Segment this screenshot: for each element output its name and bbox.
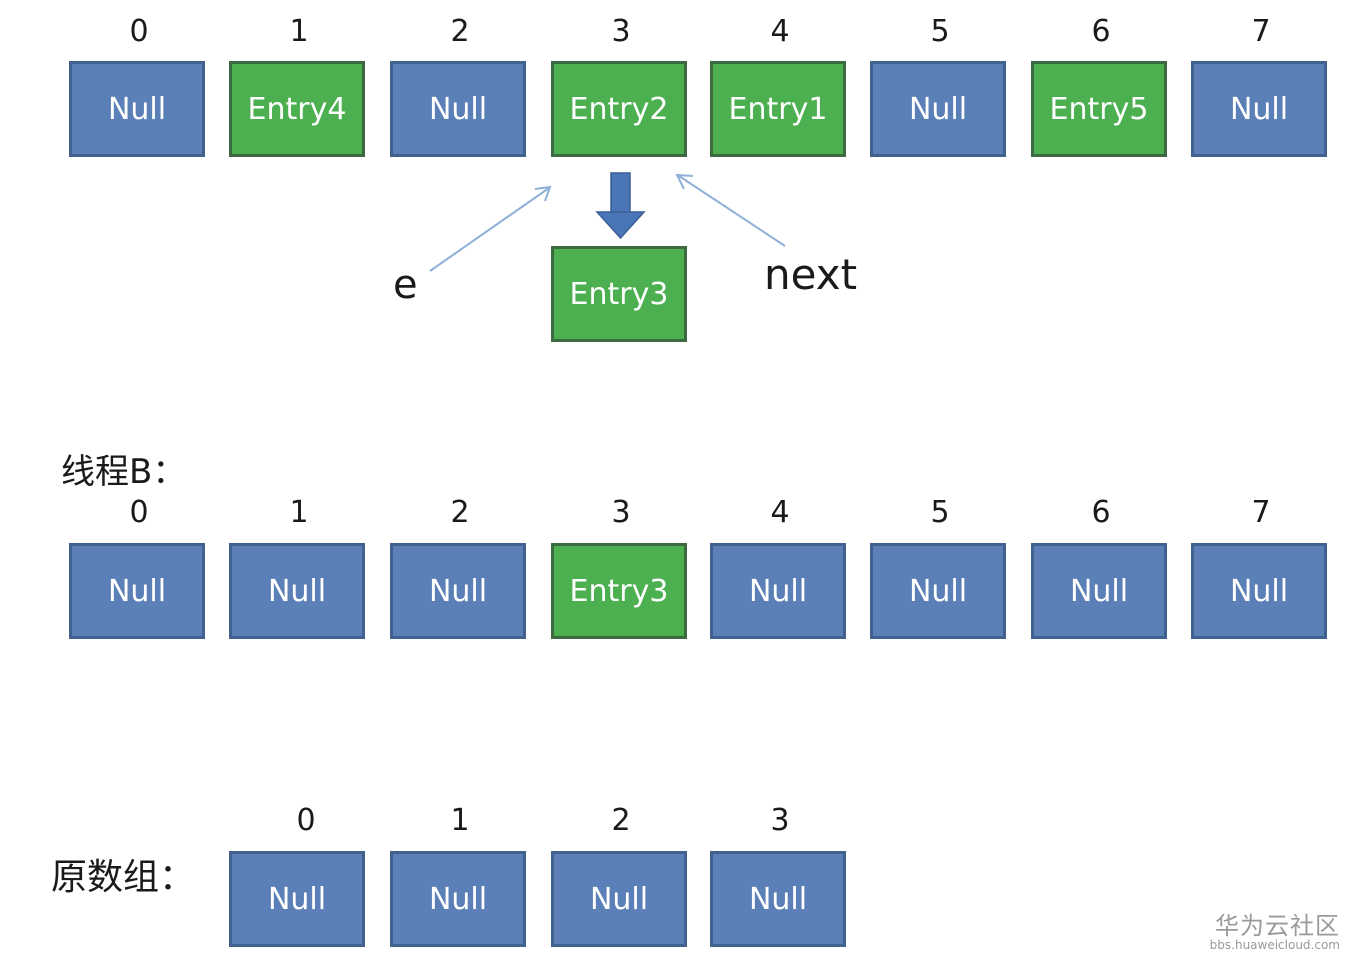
chained-entry: Entry3 xyxy=(551,246,687,342)
top-index-3: 3 xyxy=(611,14,631,49)
down-arrow-icon xyxy=(595,172,646,240)
original-array-title: 原数组： xyxy=(51,857,196,898)
top-cell-7: Null xyxy=(1191,61,1327,157)
original-index-2: 2 xyxy=(611,803,631,838)
thread-b-cell-6: Null xyxy=(1031,543,1167,639)
top-cell-4: Entry1 xyxy=(710,61,846,157)
thread-b-title: 线程B： xyxy=(61,452,187,492)
top-cell-5: Null xyxy=(870,61,1006,157)
thread-b-cell-7: Null xyxy=(1191,543,1327,639)
top-index-0: 0 xyxy=(129,14,149,49)
watermark-url: bbs.huaweicloud.com xyxy=(1209,938,1340,952)
thread-b-index-1: 1 xyxy=(289,495,309,530)
top-index-2: 2 xyxy=(450,14,470,49)
thread-b-cell-2: Null xyxy=(390,543,526,639)
thread-b-index-3: 3 xyxy=(611,495,631,530)
thread-b-index-7: 7 xyxy=(1251,495,1271,530)
top-index-4: 4 xyxy=(770,14,790,49)
top-cell-3: Entry2 xyxy=(551,61,687,157)
original-cell-1: Null xyxy=(390,851,526,947)
thread-b-index-6: 6 xyxy=(1091,495,1111,530)
top-index-1: 1 xyxy=(289,14,309,49)
top-cell-6: Entry5 xyxy=(1031,61,1167,157)
original-cell-0: Null xyxy=(229,851,365,947)
pointer-e-label: e xyxy=(393,262,418,308)
top-cell-0: Null xyxy=(69,61,205,157)
top-index-6: 6 xyxy=(1091,14,1111,49)
top-index-5: 5 xyxy=(930,14,950,49)
original-cell-3: Null xyxy=(710,851,846,947)
top-cell-2: Null xyxy=(390,61,526,157)
original-index-1: 1 xyxy=(450,803,470,838)
watermark-logo-text: 华为云社区 xyxy=(1215,912,1340,940)
thread-b-cell-5: Null xyxy=(870,543,1006,639)
top-cell-1: Entry4 xyxy=(229,61,365,157)
original-index-3: 3 xyxy=(770,803,790,838)
thread-b-cell-3: Entry3 xyxy=(551,543,687,639)
original-index-0: 0 xyxy=(296,803,316,838)
thread-b-cell-1: Null xyxy=(229,543,365,639)
thread-b-cell-0: Null xyxy=(69,543,205,639)
thread-b-cell-4: Null xyxy=(710,543,846,639)
pointer-e-arrow xyxy=(429,185,552,272)
thread-b-index-5: 5 xyxy=(930,495,950,530)
thread-b-index-2: 2 xyxy=(450,495,470,530)
thread-b-index-4: 4 xyxy=(770,495,790,530)
pointer-next-label: next xyxy=(764,250,858,299)
thread-b-index-0: 0 xyxy=(129,495,149,530)
pointer-next-arrow xyxy=(675,173,786,247)
original-cell-2: Null xyxy=(551,851,687,947)
top-index-7: 7 xyxy=(1251,14,1271,49)
